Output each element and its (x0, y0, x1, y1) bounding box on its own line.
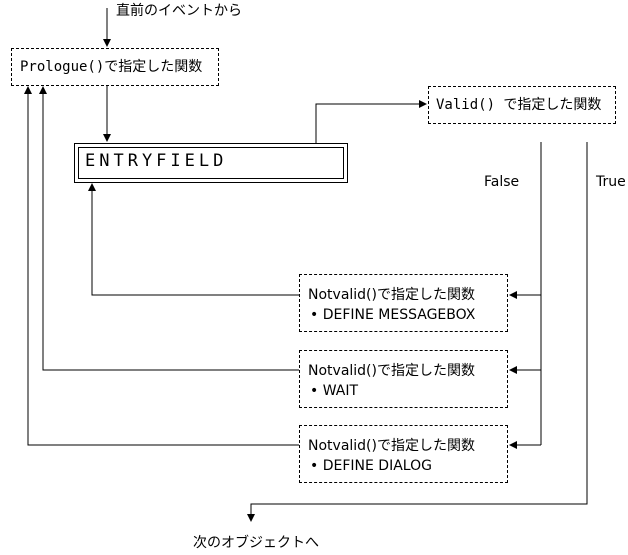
arrow-notvalid-1-to-entryfield (88, 183, 299, 296)
arrow-notvalid-3-to-prologue (24, 86, 299, 446)
prologue-box: Prologue()で指定した関数 (11, 48, 219, 86)
arrow-entryfield-to-valid (315, 100, 427, 143)
top-label: 直前のイベントから (116, 3, 242, 19)
bottom-label: 次のオブジェクトへ (193, 535, 319, 551)
notvalid-box-dialog: Notvalid()で指定した関数 • DEFINE DIALOG (299, 425, 508, 483)
arrow-notvalid-2-to-prologue (39, 86, 299, 371)
arrow-true-to-next (247, 142, 588, 522)
notvalid-box-title: Notvalid()で指定した関数 (308, 287, 475, 303)
notvalid-box-messagebox: Notvalid()で指定した関数 • DEFINE MESSAGEBOX (299, 274, 508, 332)
notvalid-box-item: • DEFINE MESSAGEBOX (310, 307, 476, 323)
false-label: False (484, 174, 520, 190)
valid-box-label: Valid() で指定した関数 (436, 97, 602, 113)
prologue-box-label: Prologue()で指定した関数 (20, 59, 203, 75)
notvalid-box-wait: Notvalid()で指定した関数 • WAIT (299, 350, 508, 408)
entryfield-inner-border (78, 147, 344, 179)
notvalid-box-title: Notvalid()で指定した関数 (308, 438, 475, 454)
valid-box: Valid() で指定した関数 (428, 86, 616, 124)
notvalid-box-title: Notvalid()で指定した関数 (308, 363, 475, 379)
true-label: True (596, 174, 626, 190)
entryfield-label: ENTRYFIELD (85, 151, 228, 171)
notvalid-box-item: • DEFINE DIALOG (310, 458, 432, 474)
entryfield: ENTRYFIELD (74, 143, 348, 183)
notvalid-box-item: • WAIT (310, 383, 359, 399)
